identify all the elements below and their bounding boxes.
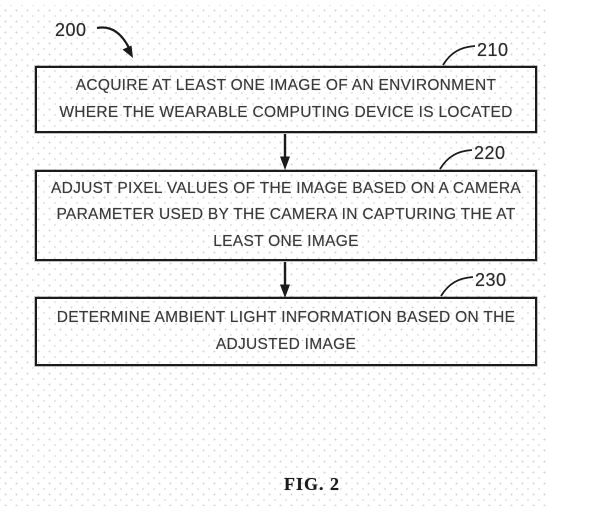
flowchart-step-box-230: DETERMINE AMBIENT LIGHT INFORMATION BASE… (35, 297, 537, 366)
ref-200-pointer-curve (96, 26, 130, 49)
figure-ref-label-200: 200 (55, 20, 87, 40)
flow-arrow-220-230-head-icon (280, 284, 290, 298)
flowchart-step-box-220: ADJUST PIXEL VALUES OF THE IMAGE BASED O… (35, 170, 537, 261)
flowchart-step-text-220: ADJUST PIXEL VALUES OF THE IMAGE BASED O… (50, 179, 522, 250)
flowchart-step-text-210: ACQUIRE AT LEAST ONE IMAGE OF AN ENVIRON… (59, 76, 513, 121)
leader-line-230 (440, 276, 474, 297)
flow-arrow-210-220-head-icon (280, 156, 290, 170)
halftone-scan-texture (0, 5, 549, 506)
leader-line-210 (442, 45, 476, 66)
flowchart-step-box-210: ACQUIRE AT LEAST ONE IMAGE OF AN ENVIRON… (35, 66, 537, 133)
flowchart-step-text-230: DETERMINE AMBIENT LIGHT INFORMATION BASE… (56, 308, 516, 353)
step-ref-label-230: 230 (475, 270, 507, 290)
ref-200-pointer-arrowhead-icon (122, 45, 133, 58)
leader-line-220 (439, 149, 473, 170)
figure-caption: FIG. 2 (284, 474, 341, 494)
step-ref-label-210: 210 (477, 40, 509, 60)
step-ref-label-220: 220 (474, 143, 506, 163)
